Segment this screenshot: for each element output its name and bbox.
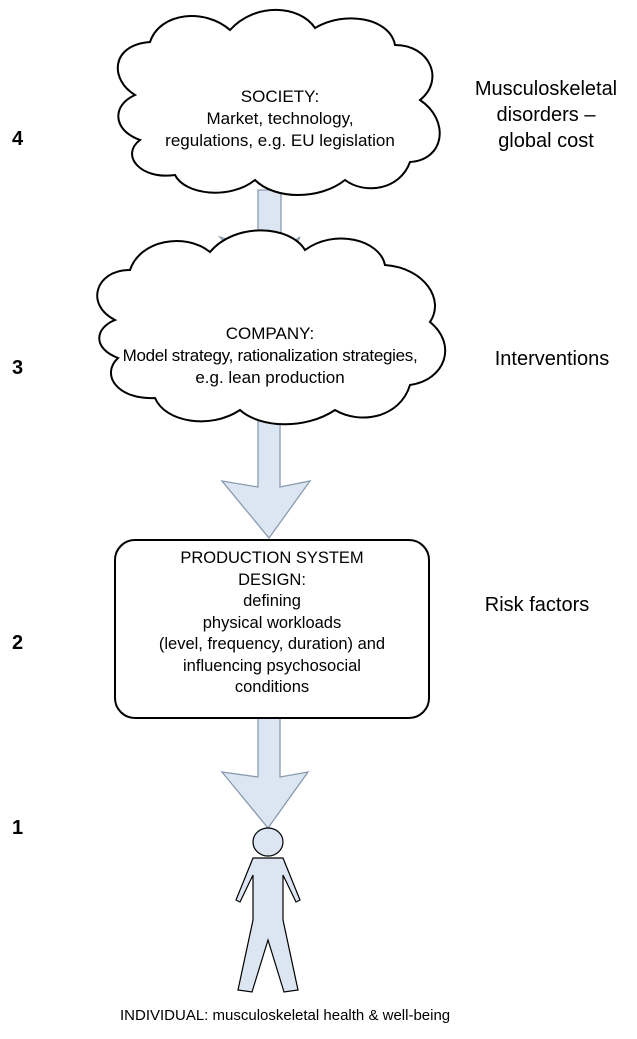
production-line-3: (level, frequency, duration) and: [158, 635, 386, 653]
individual-person-icon: [235, 827, 301, 993]
company-text: COMPANY: Model strategy, rationalization…: [84, 323, 456, 389]
production-system-text: PRODUCTION SYSTEM DESIGN: defining physi…: [115, 548, 429, 699]
production-side-label: Risk factors: [484, 594, 590, 616]
company-line-1: Model strategy, rationalization strategi…: [122, 346, 418, 365]
production-line-5: conditions: [234, 678, 310, 696]
society-title: SOCIETY:: [240, 87, 320, 106]
side-label-line-1: Musculoskeletal: [474, 78, 618, 100]
production-title-line-2: DESIGN:: [238, 570, 306, 589]
company-line-2: e.g. lean production: [195, 368, 345, 387]
level-number-4: 4: [12, 128, 24, 150]
individual-caption: INDIVIDUAL: musculoskeletal health & wel…: [120, 1007, 451, 1024]
arrow-company-to-production: [220, 419, 312, 540]
society-side-label: Musculoskeletal disorders – global cost: [462, 76, 630, 154]
production-system-box: [114, 539, 430, 719]
level-number-2: 2: [12, 632, 24, 654]
society-cloud: [116, 9, 441, 196]
production-line-4: influencing psychosocial: [183, 656, 361, 675]
society-line-2: regulations, e.g. EU legislation: [165, 131, 395, 150]
arrow-production-to-individual: [220, 717, 310, 830]
side-label-line-3: global cost: [498, 130, 594, 152]
level-number-1: 1: [12, 817, 24, 839]
company-title: COMPANY:: [225, 324, 315, 343]
production-line-2: physical workloads: [202, 613, 342, 632]
production-line-1: defining: [243, 592, 301, 610]
society-text: SOCIETY: Market, technology, regulations…: [112, 86, 448, 152]
production-title-line-1: PRODUCTION SYSTEM: [180, 549, 364, 567]
company-cloud: [96, 229, 447, 426]
side-label-line-2: disorders –: [496, 104, 596, 126]
company-side-label: Interventions: [494, 348, 610, 370]
level-number-3: 3: [12, 357, 24, 379]
society-line-1: Market, technology,: [206, 109, 354, 128]
